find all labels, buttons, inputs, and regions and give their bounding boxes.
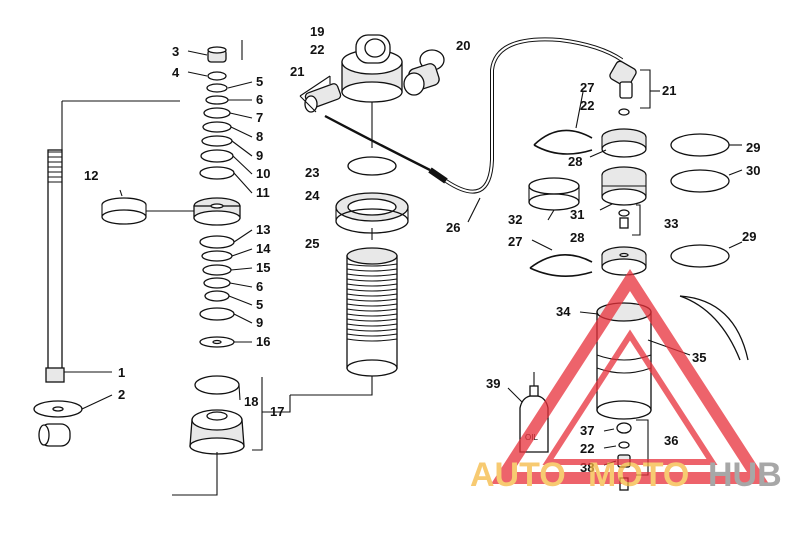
part-31-floating-piston <box>601 166 647 206</box>
label-1: 1 <box>118 365 125 380</box>
label-15: 15 <box>256 260 270 275</box>
label-25: 25 <box>305 236 319 251</box>
watermark-text-moto: MOTO <box>588 456 689 494</box>
label-16: 16 <box>256 334 270 349</box>
shaft-end <box>45 367 65 383</box>
label-21b: 21 <box>662 83 676 98</box>
part-30-ring <box>670 169 730 193</box>
part-20-sleeve <box>403 49 445 96</box>
shaft-rod <box>47 149 63 379</box>
label-8: 8 <box>256 129 263 144</box>
label-17: 17 <box>270 404 284 419</box>
label-23: 23 <box>305 165 319 180</box>
label-37: 37 <box>580 423 594 438</box>
label-22b: 22 <box>580 98 594 113</box>
label-31: 31 <box>570 207 584 222</box>
label-33: 33 <box>664 216 678 231</box>
part-18-seal <box>194 375 240 395</box>
label-9: 9 <box>256 148 263 163</box>
label-6b: 6 <box>256 279 263 294</box>
label-5b: 5 <box>256 297 263 312</box>
part-12-bumper-ring <box>101 189 194 225</box>
label-13: 13 <box>256 222 270 237</box>
label-9b: 9 <box>256 315 263 330</box>
stack-leaders <box>187 50 291 451</box>
label-21: 21 <box>290 64 304 79</box>
valve-stack <box>172 46 245 496</box>
label-2: 2 <box>118 387 125 402</box>
label-30: 30 <box>746 163 760 178</box>
label-7: 7 <box>256 110 263 125</box>
label-3: 3 <box>172 44 179 59</box>
label-29b: 29 <box>742 229 756 244</box>
label-26: 26 <box>446 220 460 235</box>
label-24: 24 <box>305 188 320 203</box>
watermark: AUTO MOTO HUB <box>470 268 782 494</box>
label-32: 32 <box>508 212 522 227</box>
label-4: 4 <box>172 65 180 80</box>
part-29-ring <box>670 133 730 157</box>
callout-labels: 3 4 5 6 7 8 9 10 11 12 13 14 15 6 5 9 16… <box>84 24 760 475</box>
part-23-oring <box>347 156 397 176</box>
label-6: 6 <box>256 92 263 107</box>
label-14: 14 <box>256 241 271 256</box>
label-18: 18 <box>244 394 258 409</box>
label-34: 34 <box>556 304 571 319</box>
part-32-band <box>528 177 580 211</box>
label-27b: 27 <box>508 234 522 249</box>
watermark-triangle <box>490 268 770 484</box>
label-29: 29 <box>746 140 760 155</box>
shock-body <box>290 34 624 396</box>
label-22: 22 <box>310 42 324 57</box>
label-5: 5 <box>256 74 263 89</box>
part-25-threaded-body <box>346 247 398 377</box>
label-27: 27 <box>580 80 594 95</box>
label-39: 39 <box>486 376 500 391</box>
label-22c: 22 <box>580 441 594 456</box>
label-28b: 28 <box>570 230 584 245</box>
label-12: 12 <box>84 168 98 183</box>
part-21-reservoir-fitting <box>609 60 637 99</box>
label-35: 35 <box>692 350 706 365</box>
watermark-text-auto: AUTO <box>470 456 566 494</box>
label-28: 28 <box>568 154 582 169</box>
part-4-washer <box>207 71 227 81</box>
label-20: 20 <box>456 38 470 53</box>
part-34-reservoir-canister <box>596 302 652 420</box>
label-11: 11 <box>256 185 270 200</box>
label-36: 36 <box>664 433 678 448</box>
watermark-triangle-inner <box>542 329 718 465</box>
part-21-elbow-fitting <box>304 83 342 113</box>
shaft-assembly <box>33 100 180 447</box>
label-19: 19 <box>310 24 324 39</box>
label-10: 10 <box>256 166 270 181</box>
watermark-text-hub: HUB <box>708 456 782 494</box>
